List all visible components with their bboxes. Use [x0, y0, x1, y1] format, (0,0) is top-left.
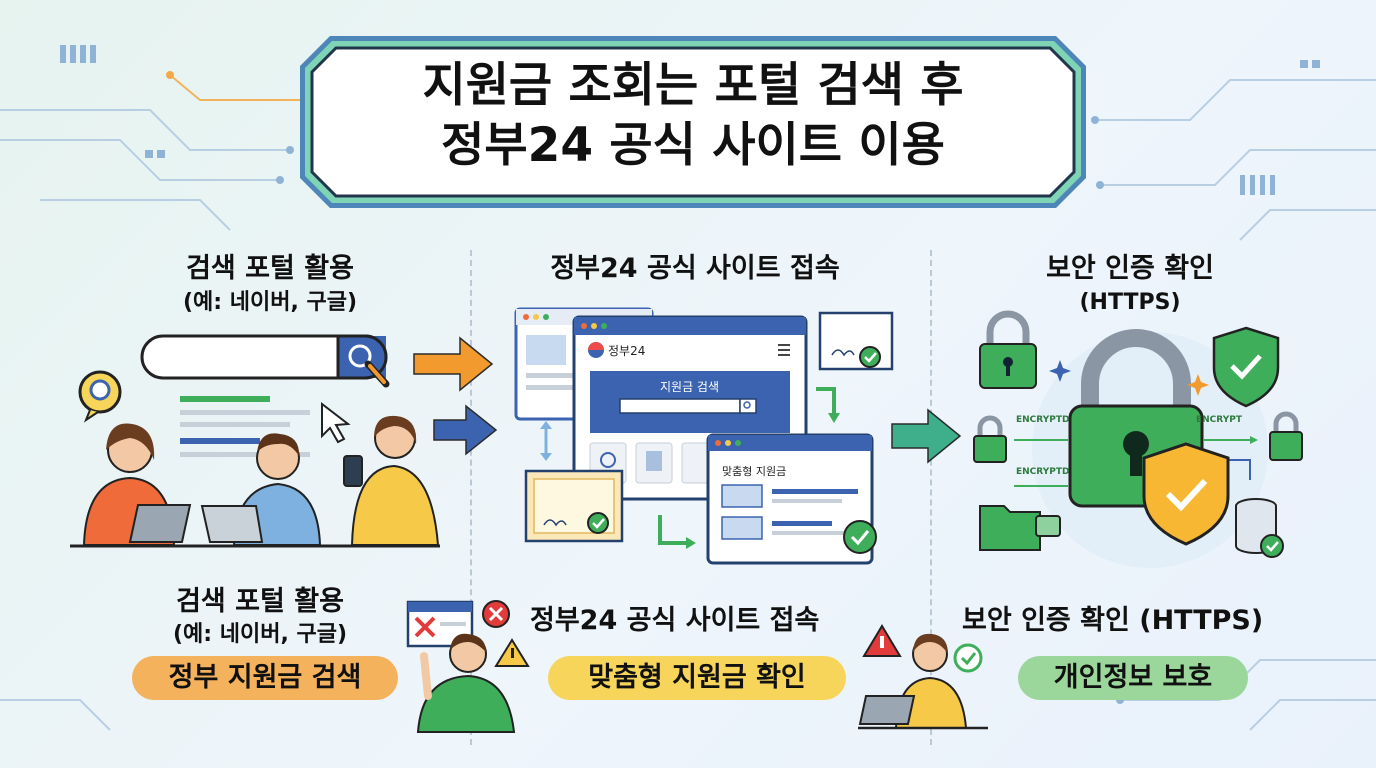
pill-gov-subsidy-search: 정부 지원금 검색 — [132, 656, 398, 700]
arrow-right-blue-icon — [433, 404, 498, 456]
magnifier-icon — [348, 344, 390, 388]
bottom-col2-heading: 정부24 공식 사이트 접속 — [530, 605, 820, 636]
hamburger-menu-icon — [778, 344, 790, 356]
sparkle-icon — [1049, 360, 1071, 382]
lock-icon-small-topleft — [979, 310, 1037, 389]
bottom-col1-subheading: (예: 네이버, 구글) — [172, 622, 348, 647]
shield-check-icon-gold — [1142, 442, 1230, 546]
arrow-right-green-icon — [891, 408, 962, 464]
bottom-col1-heading: 검색 포털 활용 — [176, 586, 344, 617]
smartphone-icon — [343, 455, 363, 487]
certificate-icon-top — [818, 311, 894, 371]
col3-subheading: (HTTPS) — [1079, 290, 1181, 315]
column-divider-right — [930, 250, 932, 745]
security-illustration: ENCRYPTD ENCRYPT ENCRYPTD — [973, 310, 1303, 568]
arrow-right-orange-icon — [413, 336, 494, 392]
title-banner — [300, 36, 1086, 208]
encrypt-tag-1: ENCRYPTD — [1016, 415, 1069, 425]
col2-heading: 정부24 공식 사이트 접속 — [550, 253, 840, 284]
encrypt-tag-3: ENCRYPTD — [1016, 467, 1069, 477]
warning-man-illustration — [406, 600, 530, 733]
cursor-icon — [321, 401, 351, 444]
person-woman-right — [343, 415, 440, 546]
database-icon — [1235, 498, 1284, 558]
search-box-title: 지원금 검색 — [660, 380, 719, 394]
col3-heading: 보안 인증 확인 — [1046, 253, 1214, 284]
cross-icon — [414, 616, 436, 638]
brand-label: 정부24 — [608, 344, 645, 358]
verified-check-icon — [843, 520, 877, 554]
col1-heading: 검색 포털 활용 — [186, 253, 354, 284]
search-tile-icon — [600, 452, 616, 468]
encrypt-tag-2: ENCRYPT — [1196, 415, 1243, 425]
laptop-icon-small — [858, 695, 916, 725]
title-line-2: 정부24 공식 사이트 이용 — [441, 118, 945, 173]
pill-custom-subsidy-check: 맞춤형 지원금 확인 — [548, 656, 846, 700]
certificate-icon-bottom — [524, 469, 624, 543]
col1-subheading: (예: 네이버, 구글) — [182, 290, 358, 315]
lock-icon-small-left — [973, 415, 1007, 463]
page-title: 지원금 조회는 포털 검색 후 정부24 공식 사이트 이용 — [300, 56, 1086, 176]
gov24-website-mockup: 정부24 지원금 검색 맞춤형 지원금 — [514, 307, 894, 565]
search-illustration — [70, 334, 440, 548]
search-bubble-icon — [78, 370, 122, 423]
document-tile-icon — [646, 451, 662, 471]
title-line-1: 지원금 조회는 포털 검색 후 — [422, 58, 964, 113]
gov-emblem-icon — [588, 342, 604, 358]
card-title: 맞춤형 지원금 — [722, 465, 786, 478]
success-check-icon — [953, 643, 983, 673]
pill-privacy-protection: 개인정보 보호 — [1018, 656, 1248, 700]
bottom-col3-heading: 보안 인증 확인 (HTTPS) — [962, 605, 1264, 636]
woman-laptop-illustration — [858, 624, 988, 730]
flow-arrows-left — [413, 336, 498, 456]
shield-check-icon-top — [1212, 326, 1280, 408]
flow-arrow-right — [891, 408, 962, 464]
laptop-icon — [128, 504, 192, 543]
lock-icon-small-right — [1269, 411, 1303, 461]
folder-lock-icon — [979, 505, 1061, 551]
sparkle-icon-orange — [1187, 374, 1209, 396]
column-divider-left — [470, 250, 472, 745]
